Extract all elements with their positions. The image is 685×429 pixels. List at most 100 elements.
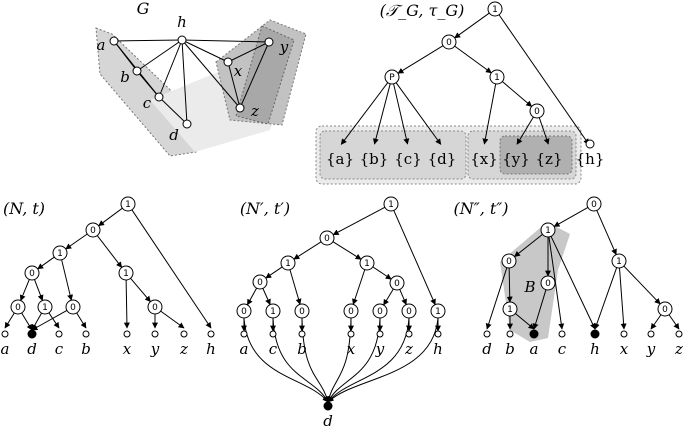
vertex-b [132, 66, 142, 76]
graph-edge [158, 96, 188, 125]
tg-leaf-1: {b} [360, 150, 389, 168]
n1-node-h [294, 303, 310, 319]
edge [550, 236, 596, 330]
net-n-title: (N, t) [3, 199, 45, 218]
n2-leaf-dot [558, 330, 566, 338]
edge [454, 45, 492, 74]
n1-node-i [343, 303, 359, 319]
n-leaf-label-z: z [179, 340, 188, 358]
n2-leaf-dot-reticulation [529, 329, 539, 339]
vertex-x [223, 57, 233, 67]
n2-leaf-label-y: y [646, 340, 656, 358]
n-leaf-dot-reticulation [27, 329, 37, 339]
n2-node-b [501, 253, 517, 269]
n2-leaf-dot [620, 330, 628, 338]
edge [532, 289, 547, 330]
edge [293, 241, 322, 260]
tree-node-label: 1 [57, 249, 63, 259]
edge [61, 259, 74, 301]
tg-node-n0 [441, 34, 457, 50]
tree-node-label: 0 [394, 279, 400, 289]
tg-leaf-dot [585, 139, 595, 149]
graph-title: G [137, 0, 150, 18]
tree-node-label: 0 [257, 278, 263, 288]
edge [4, 312, 15, 329]
tg-leaf-2: {c} [394, 150, 422, 168]
edge [383, 288, 394, 306]
n1-leaf-dot [376, 330, 384, 338]
tree-node-label: 1 [492, 5, 498, 15]
tree-node-label: 1 [616, 257, 622, 267]
tree-node-label: 0 [534, 107, 540, 117]
vertex-label-a: a [97, 36, 106, 54]
tree-node-label: 0 [662, 305, 668, 315]
n-leaf-label-d: d [27, 340, 37, 358]
edge [596, 210, 617, 256]
n1-leaf-label-b: b [297, 340, 307, 358]
n1-leaf-dot [240, 330, 248, 338]
n2-leaf-label-x: x [620, 340, 629, 358]
tree-node-label: 0 [591, 200, 597, 210]
n1-reticulation-edge [301, 317, 330, 403]
edge [37, 256, 55, 270]
vertex-a [109, 36, 119, 46]
vertex-h [177, 35, 187, 45]
tree-node-label: 0 [377, 307, 383, 317]
tree-node-label: 0 [545, 279, 551, 289]
n-node-c [118, 265, 134, 281]
tg-node-n1 [489, 69, 505, 85]
vertex-c [154, 92, 164, 102]
tree-node-label: 1 [364, 259, 370, 269]
edge [332, 241, 362, 260]
edge [393, 83, 410, 145]
graph-edge [227, 61, 241, 109]
edge [340, 82, 389, 145]
n1-leaf-label-a: a [240, 340, 249, 358]
edge [515, 313, 535, 330]
n2-leaf-dot [506, 330, 514, 338]
tree-node-label: 0 [406, 307, 412, 317]
edge [553, 207, 589, 227]
edge [506, 267, 513, 303]
edge [352, 269, 366, 305]
n1-leaf-label-c: c [269, 340, 278, 358]
n1-node-c [359, 255, 375, 271]
edge [131, 209, 212, 329]
n2-node-r [586, 196, 602, 212]
edge [514, 233, 543, 258]
tree-node-label: 0 [29, 269, 35, 279]
edge [516, 116, 534, 145]
n1-leaf-label-z: z [404, 340, 413, 358]
n-node-d [24, 265, 40, 281]
graph-edge [227, 41, 270, 63]
edge [289, 269, 302, 305]
tree-node-label: 1 [270, 307, 276, 317]
vertex-label-x: x [234, 62, 243, 80]
n1-node-l [430, 303, 446, 319]
edge [76, 312, 87, 329]
n2-leaf-label-z: z [674, 340, 683, 358]
tg-leaf-3: {d} [428, 150, 457, 168]
n2-leaf-label-a: a [530, 340, 539, 358]
n1-node-k [401, 303, 417, 319]
edge [593, 267, 618, 330]
n1-leaf-label-d: d [323, 412, 333, 429]
net-n1-title: (N′, t′) [240, 199, 290, 218]
edge [399, 289, 407, 306]
n1-leaf-dot [298, 330, 306, 338]
tree-node-label: 1 [123, 269, 129, 279]
module-region-yz [235, 25, 295, 125]
edge [498, 14, 590, 145]
edge [65, 233, 88, 250]
graph-edge [181, 39, 241, 109]
n2-leaf-dot [675, 330, 683, 338]
n-leaf-dot [207, 330, 215, 338]
tree-node-label: 0 [348, 307, 354, 317]
n1-leaf-label-y: y [375, 340, 385, 358]
tree-node-label: 0 [324, 234, 330, 244]
n1-node-j [372, 303, 388, 319]
n1-reticulation-edge [327, 317, 410, 403]
edge [31, 309, 68, 331]
n1-node-d [252, 274, 268, 290]
